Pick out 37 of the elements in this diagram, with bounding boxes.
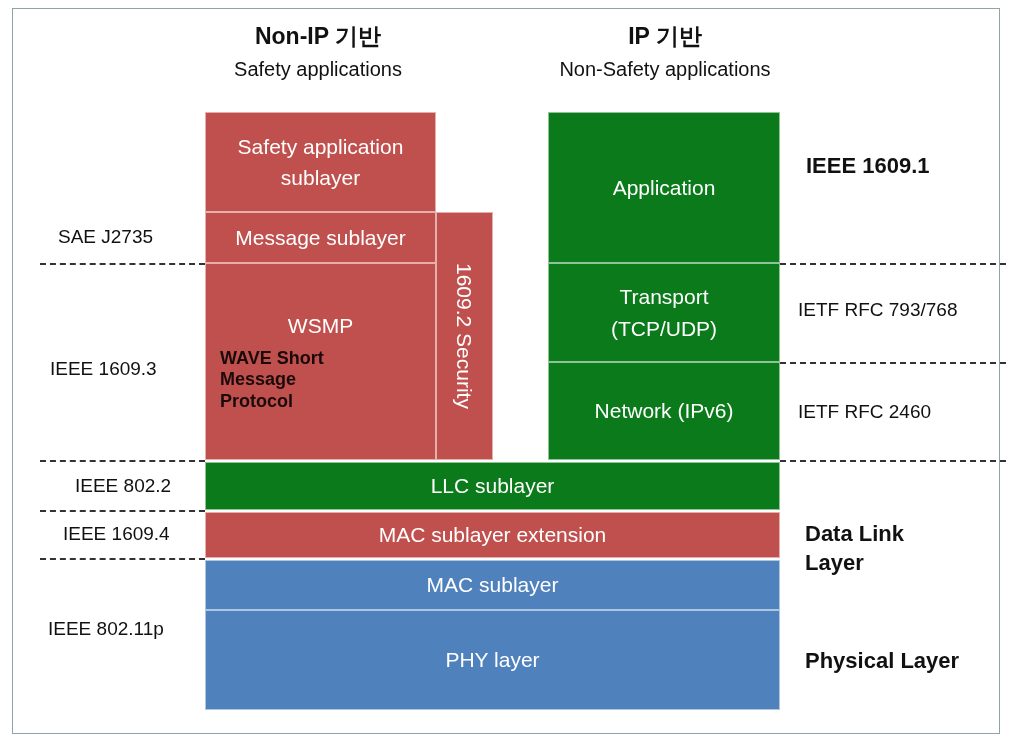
layer-block <box>548 362 780 460</box>
layer-text: 1609.2 Security <box>452 263 478 409</box>
layer-note: WAVE Short Message Protocol <box>220 347 325 413</box>
column-subheading: Safety applications <box>233 57 403 82</box>
layer-text: Message sublayer <box>234 224 407 251</box>
layer-text: Application <box>611 174 717 201</box>
standard-label: IEEE 1609.3 <box>50 357 157 381</box>
standard-label: IEEE 802.11p <box>48 617 164 641</box>
standard-label: IEEE 1609.4 <box>63 522 170 546</box>
layer-block <box>436 212 493 460</box>
standard-label: IEEE 802.2 <box>75 474 172 498</box>
layer-text: Safety application sublayer <box>236 133 405 191</box>
layer-block <box>205 462 780 510</box>
layer-block <box>205 560 780 610</box>
layer-text: Network (IPv6) <box>593 398 735 425</box>
layer-name: IEEE 1609.1 <box>806 152 930 180</box>
column-heading: Non-IP 기반 <box>253 22 383 51</box>
layer-text: Transport (TCP/UDP) <box>609 284 719 342</box>
standard-label: IETF RFC 2460 <box>798 400 932 424</box>
layer-block <box>205 112 436 212</box>
column-heading: IP 기반 <box>627 22 703 51</box>
layer-block <box>205 512 780 558</box>
standard-label: SAE J2735 <box>58 225 154 249</box>
layer-name: Physical Layer <box>805 647 960 675</box>
layer-block <box>548 263 780 362</box>
standard-label: IETF RFC 793/768 <box>798 298 958 322</box>
layer-text: PHY layer <box>444 647 541 674</box>
layer-block <box>548 112 780 263</box>
layer-text: LLC sublayer <box>429 473 556 500</box>
layer-block <box>205 263 436 460</box>
layer-block <box>205 212 436 263</box>
layer-name: Data Link Layer <box>805 520 906 577</box>
layer-text: MAC sublayer <box>425 572 560 599</box>
layer-text: WSMP <box>286 313 355 340</box>
layer-text: MAC sublayer extension <box>377 522 608 549</box>
layer-block <box>205 610 780 710</box>
column-subheading: Non-Safety applications <box>558 57 772 82</box>
